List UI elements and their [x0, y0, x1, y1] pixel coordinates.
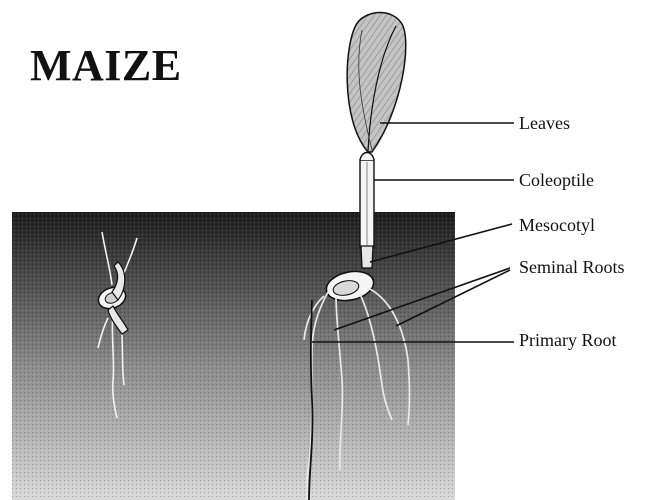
label-leaves: Leaves [519, 114, 570, 132]
label-coleoptile: Coleoptile [519, 171, 594, 189]
diagram-title: MAIZE [30, 44, 182, 88]
coleoptile-shoot [360, 153, 374, 249]
leaf-blade [347, 13, 406, 153]
soil-texture [12, 212, 455, 500]
label-primary-root: Primary Root [519, 331, 617, 349]
mesocotyl [361, 246, 373, 268]
label-mesocotyl: Mesocotyl [519, 216, 595, 234]
label-seminal-roots: Seminal Roots [519, 258, 625, 276]
